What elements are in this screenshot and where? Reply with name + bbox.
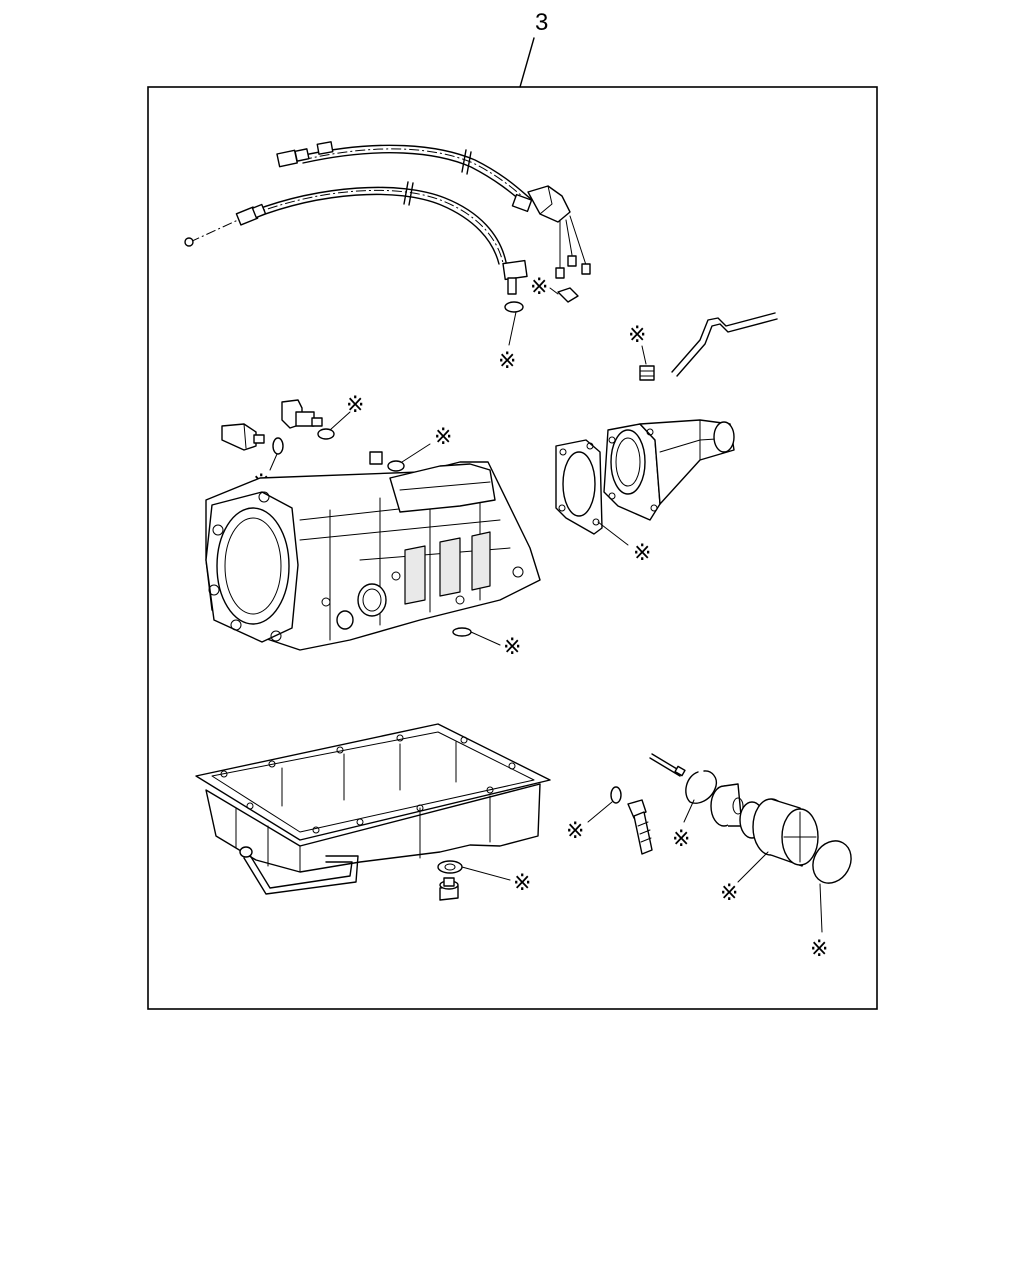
- drain-plug: [439, 877, 459, 901]
- filter-element: [752, 798, 819, 867]
- junction-gasket: [557, 287, 579, 303]
- transmission-case: [205, 461, 541, 651]
- case-plug: [369, 451, 383, 465]
- oil-pan: [195, 723, 551, 873]
- case-plug-o-ring: [387, 460, 405, 472]
- filter-large-o-ring: [812, 840, 852, 884]
- case-o-ring-star: ※: [503, 635, 521, 660]
- filter-o-ring-small-star: ※: [566, 819, 584, 844]
- filter-pin: [649, 753, 686, 777]
- case-plug-star: ※: [434, 425, 452, 450]
- wire-harness: [184, 141, 591, 295]
- sensor-1-o-ring: [272, 437, 284, 455]
- sensor-2-o-ring-star: ※: [346, 393, 364, 418]
- speed-sensor-1: [221, 423, 265, 451]
- extension-gasket-star: ※: [633, 541, 651, 566]
- extension-gasket: [555, 439, 603, 535]
- harness-o-ring-star: ※: [498, 349, 516, 374]
- snap-ring-star: ※: [672, 827, 690, 852]
- filter-cap: [710, 783, 744, 827]
- extension-housing: [603, 419, 735, 521]
- callout-leader: [519, 37, 535, 88]
- breather-tube: [639, 312, 778, 381]
- case-o-ring: [452, 627, 472, 637]
- breather-star: ※: [628, 323, 646, 348]
- speed-sensor-2: [281, 399, 323, 429]
- callout-number: 3: [535, 9, 548, 36]
- filter-large-o-ring-star: ※: [810, 937, 828, 962]
- filter-o-ring-small: [610, 786, 622, 804]
- oil-pan-tube: [239, 846, 359, 895]
- filter-bolt: [627, 799, 653, 855]
- drain-plug-gasket-star: ※: [513, 871, 531, 896]
- filter-element-star: ※: [720, 881, 738, 906]
- filter-snap-ring: [685, 770, 718, 804]
- harness-o-ring: [504, 301, 524, 313]
- diagram-frame: [147, 86, 878, 1010]
- sensor-2-o-ring: [317, 428, 335, 440]
- junction-gasket-star: ※: [530, 275, 548, 300]
- drain-plug-gasket: [437, 860, 463, 874]
